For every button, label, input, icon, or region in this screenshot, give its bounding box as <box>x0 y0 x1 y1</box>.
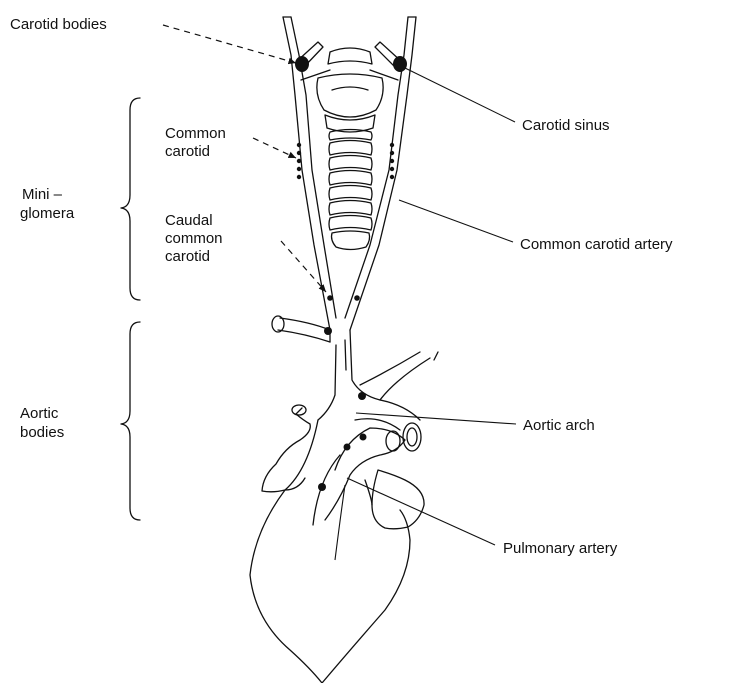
pointer-pulmonary-artery <box>347 478 495 545</box>
aortic-bodies-brace <box>121 322 140 520</box>
label-aortic-1: Aortic <box>20 405 59 422</box>
label-carotid-sinus: Carotid sinus <box>522 117 610 134</box>
mini-glomera-brace <box>121 98 140 300</box>
label-common-carotid-artery: Common carotid artery <box>520 236 673 253</box>
aortic-arch-vessels <box>272 316 438 451</box>
label-mini-1: Mini – <box>22 186 63 203</box>
label-caudal-1: Caudal <box>165 212 213 229</box>
carotid-body-right <box>393 56 407 72</box>
pointer-aortic-arch <box>356 413 516 424</box>
pointer-carotid-bodies <box>163 25 296 63</box>
pointer-common-carotid-artery <box>399 200 513 242</box>
carotid-body-left <box>295 56 309 72</box>
larynx-trachea <box>317 48 383 250</box>
heart <box>250 405 424 683</box>
label-common-carotid-1: Common <box>165 125 226 142</box>
label-mini-2: glomera <box>20 205 75 222</box>
label-caudal-2: common <box>165 230 223 247</box>
aortic-body-dot-2 <box>358 392 366 400</box>
label-carotid-bodies: Carotid bodies <box>10 16 107 33</box>
aortic-body-dot-1 <box>324 327 332 335</box>
label-caudal-3: carotid <box>165 248 210 265</box>
label-pulmonary-artery: Pulmonary artery <box>503 540 618 557</box>
pointer-carotid-sinus <box>405 68 515 122</box>
label-aortic-arch: Aortic arch <box>523 417 595 434</box>
aortic-body-dot-4 <box>360 434 367 441</box>
pointer-common-carotid <box>253 138 296 158</box>
pointer-caudal-common-carotid <box>281 241 326 292</box>
label-aortic-2: bodies <box>20 424 64 441</box>
label-common-carotid-2: carotid <box>165 143 210 160</box>
